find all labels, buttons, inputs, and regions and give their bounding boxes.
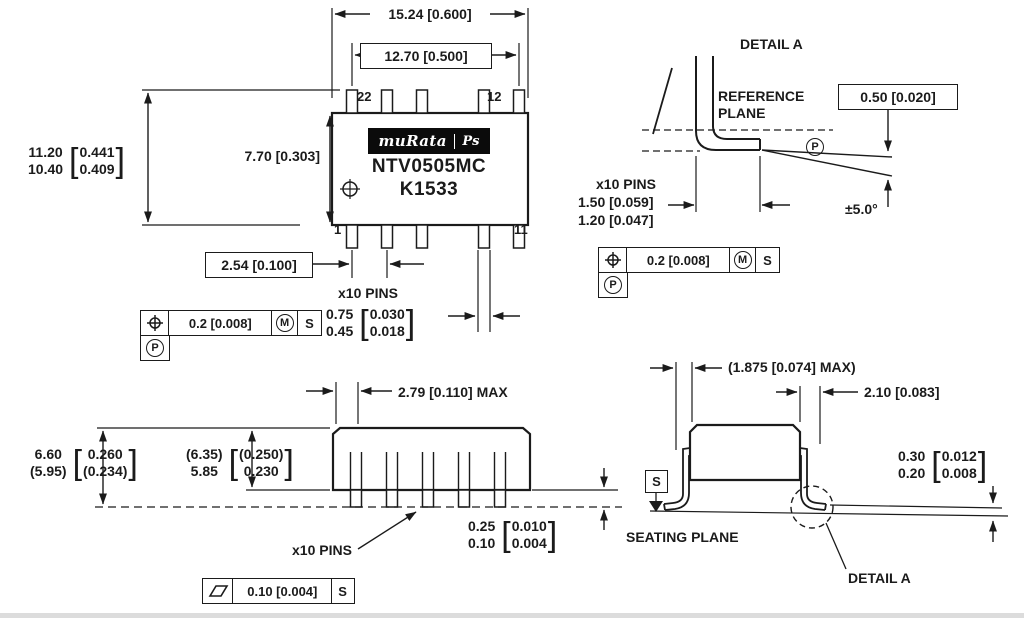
dim-seated-in-max: 0.260 bbox=[87, 446, 123, 462]
date-code: K1533 bbox=[399, 179, 459, 200]
murata-logo: muRata Ps bbox=[368, 128, 490, 154]
dim-overall-height-mm-max: 11.20 bbox=[28, 144, 63, 160]
dim-foot-thickness: 0.30 0.20 0.012 0.008 bbox=[898, 448, 987, 482]
dim-foot-in-max: 0.012 bbox=[941, 448, 977, 464]
dim-lead-width-in-max: 0.030 bbox=[369, 306, 405, 322]
fcf-tolerance: 0.10 [0.004] bbox=[232, 578, 333, 604]
page-edge bbox=[0, 613, 1024, 618]
pins-note-side: x10 PINS bbox=[292, 542, 352, 558]
seating-plane-label: SEATING PLANE bbox=[626, 529, 739, 545]
datum-circle-p-icon: P bbox=[146, 339, 164, 357]
dim-standoff-mm-max: 0.25 bbox=[468, 518, 496, 534]
fcf-tolerance: 0.2 [0.008] bbox=[168, 310, 273, 336]
dim-lead-width-mm-max: 0.75 bbox=[326, 306, 354, 322]
dim-foot-in-min: 0.008 bbox=[941, 465, 977, 481]
dim-overall-height-mm-min: 10.40 bbox=[28, 161, 64, 177]
dim-pin-span-box: 12.70 [0.500] bbox=[360, 43, 492, 69]
reference-plane-label-1: REFERENCE bbox=[718, 88, 805, 104]
detail-a-reference: DETAIL A bbox=[848, 570, 911, 586]
pin-number-1: 1 bbox=[334, 222, 342, 237]
dim-overall-height-in-min: 0.409 bbox=[79, 161, 115, 177]
fcf-modifier-mmc: M bbox=[270, 310, 299, 336]
dim-overall-width: 15.24 [0.600] bbox=[388, 6, 472, 22]
murata-logo-text: muRata bbox=[378, 132, 447, 150]
datum-s-box: S bbox=[645, 470, 668, 493]
dim-pitch-box: 2.54 [0.100] bbox=[205, 252, 313, 278]
feature-control-frame-detail-a: 0.2 [0.008] M S P bbox=[598, 247, 780, 298]
dim-seated-mm-min: (5.95) bbox=[30, 463, 67, 479]
dim-body-height: (6.35) 5.85 (0.250) 0.230 bbox=[186, 446, 294, 480]
position-symbol-icon bbox=[140, 310, 170, 336]
mmc-circle-m-icon: M bbox=[275, 314, 294, 332]
feature-control-frame-seating: 0.10 [0.004] S bbox=[202, 578, 355, 604]
pin-number-12: 12 bbox=[487, 89, 502, 104]
dim-end-clearance: 2.79 [0.110] MAX bbox=[398, 384, 508, 400]
logo-divider bbox=[453, 133, 456, 149]
datum-circle-p-icon: P bbox=[604, 276, 622, 294]
dim-overall-height-in-max: 0.441 bbox=[79, 144, 115, 160]
dim-seated-mm-max: 6.60 bbox=[34, 446, 62, 462]
dim-pitch: 2.54 [0.100] bbox=[221, 257, 297, 273]
pins-note-top: x10 PINS bbox=[338, 285, 398, 301]
dim-lead: 2.10 [0.083] bbox=[864, 384, 940, 400]
dim-overall-height: 11.20 10.40 0.441 0.409 bbox=[28, 144, 125, 178]
mmc-circle-m-icon: M bbox=[733, 251, 752, 269]
detail-a-title: DETAIL A bbox=[740, 36, 803, 52]
dim-center-max: (1.875 [0.074] MAX) bbox=[728, 359, 856, 375]
dim-body-width: 7.70 [0.303] bbox=[244, 148, 321, 164]
dim-lead-width: 0.75 0.45 0.030 0.018 bbox=[326, 306, 415, 340]
angle-tolerance: ±5.0° bbox=[845, 201, 878, 217]
fcf-datum-s: S bbox=[330, 578, 355, 604]
murata-ps-logo-text: Ps bbox=[462, 133, 480, 149]
dim-foot-mm-min: 0.20 bbox=[898, 465, 926, 481]
dim-standoff-in-min: 0.004 bbox=[511, 535, 547, 551]
dim-body-mm-max: (6.35) bbox=[186, 446, 223, 462]
dim-foot-min: 1.20 [0.047] bbox=[578, 212, 654, 228]
dim-foot-mm-max: 0.30 bbox=[898, 448, 926, 464]
feature-control-frame-top-view: 0.2 [0.008] M S P bbox=[140, 310, 322, 361]
position-symbol-icon bbox=[598, 247, 628, 273]
dim-standoff: 0.25 0.10 0.010 0.004 bbox=[468, 518, 557, 552]
dim-body-in-max: (0.250) bbox=[239, 446, 284, 462]
fcf-datum-s: S bbox=[754, 247, 780, 273]
fcf-datum-s: S bbox=[296, 310, 322, 336]
dim-tip: 0.50 [0.020] bbox=[860, 89, 936, 105]
dim-seated-height: 6.60 (5.95) 0.260 (0.234) bbox=[30, 446, 138, 480]
dim-standoff-mm-min: 0.10 bbox=[468, 535, 496, 551]
datum-circle-p-icon-detail: P bbox=[806, 138, 824, 156]
fcf-datum-p-cell: P bbox=[598, 273, 628, 298]
dim-body-mm-min: 5.85 bbox=[190, 463, 218, 479]
dim-seated-in-min: (0.234) bbox=[83, 463, 128, 479]
reference-plane-label-2: PLANE bbox=[718, 105, 766, 121]
dim-pin-span: 12.70 [0.500] bbox=[384, 48, 468, 64]
pin-number-11: 11 bbox=[514, 222, 528, 237]
fcf-datum-p-cell: P bbox=[140, 336, 170, 361]
dim-lead-width-in-min: 0.018 bbox=[369, 323, 405, 339]
pin-number-22: 22 bbox=[357, 89, 372, 104]
dim-body-in-min: 0.230 bbox=[243, 463, 279, 479]
dim-standoff-in-max: 0.010 bbox=[511, 518, 547, 534]
dim-foot-max: 1.50 [0.059] bbox=[578, 194, 654, 210]
flatness-symbol-icon bbox=[202, 578, 234, 604]
dim-tip-box: 0.50 [0.020] bbox=[838, 84, 958, 110]
dim-lead-width-mm-min: 0.45 bbox=[326, 323, 354, 339]
fcf-modifier-mmc: M bbox=[728, 247, 757, 273]
part-number: NTV0505MC bbox=[371, 156, 487, 177]
pins-note-detail: x10 PINS bbox=[596, 176, 656, 192]
fcf-tolerance: 0.2 [0.008] bbox=[626, 247, 731, 273]
